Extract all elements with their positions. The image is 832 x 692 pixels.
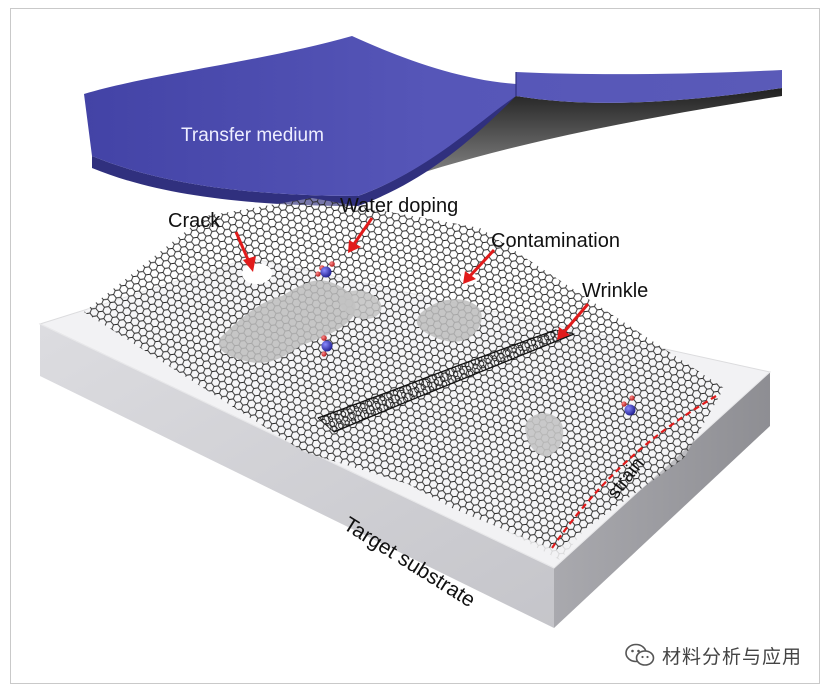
label-crack: Crack <box>168 210 221 232</box>
graphene-sheet <box>84 198 724 550</box>
label-contamination: Contamination <box>491 230 620 252</box>
label-water-doping: Water doping <box>340 195 458 217</box>
crack-arrow <box>234 231 256 272</box>
crack-defect <box>241 263 273 284</box>
contamination-blob <box>525 413 564 457</box>
label-transfer-medium: Transfer medium <box>181 125 324 146</box>
contamination-arrow <box>463 248 496 284</box>
watermark: 材料分析与应用 <box>624 640 802 670</box>
contamination-blob <box>416 299 482 342</box>
annotation-arrows <box>234 217 590 340</box>
contamination-blob <box>218 280 356 363</box>
wrinkle-arrow <box>557 303 590 340</box>
substrate-front-face <box>40 324 554 628</box>
contamination-regions <box>218 280 564 457</box>
transfer-medium-surface <box>84 36 782 196</box>
strain-line <box>551 395 717 549</box>
substrate-right-face <box>554 372 770 628</box>
water-molecule <box>621 395 636 416</box>
transfer-medium <box>84 36 782 206</box>
transfer-medium-underside <box>358 84 782 196</box>
label-wrinkle: Wrinkle <box>582 280 648 302</box>
wechat-icon <box>625 643 655 666</box>
water-doping-arrow <box>348 217 374 253</box>
watermark-text: 材料分析与应用 <box>662 645 803 668</box>
transfer-medium-edge <box>92 84 516 206</box>
wrinkle <box>317 329 576 433</box>
contamination-blob <box>339 290 382 320</box>
water-molecule <box>315 261 335 278</box>
water-molecule <box>321 335 333 357</box>
